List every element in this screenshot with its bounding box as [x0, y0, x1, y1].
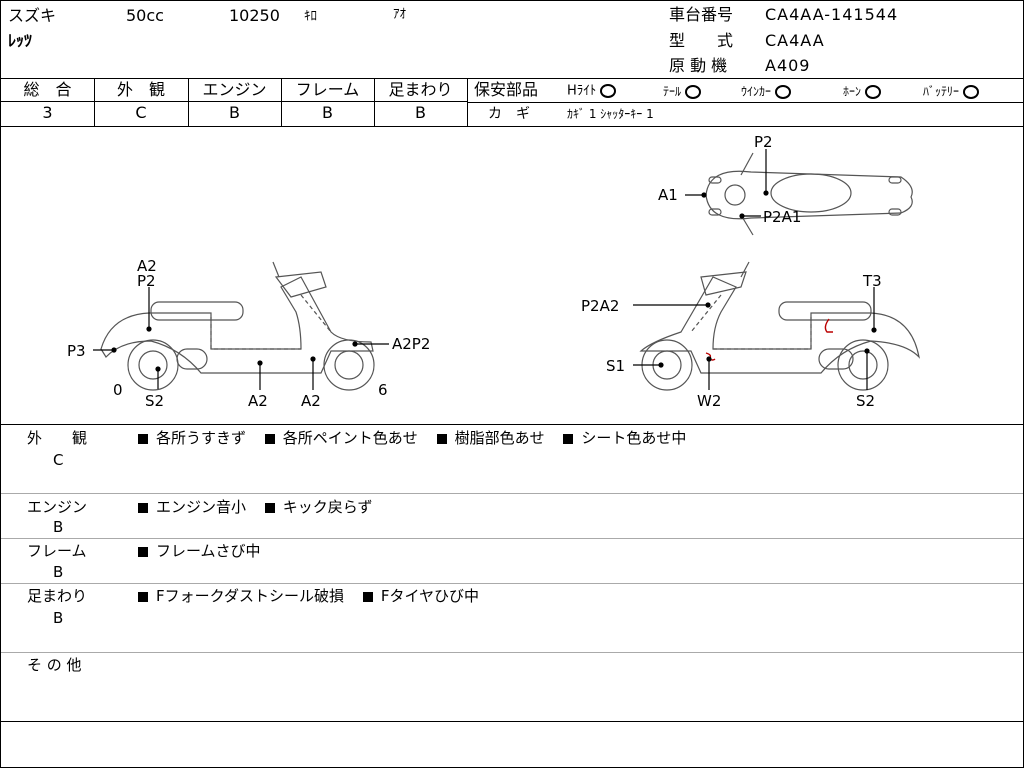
divider	[468, 102, 1023, 103]
remark-label-frame: フレーム	[27, 542, 87, 560]
divider	[1, 424, 1023, 425]
remark-items-frame: フレームさび中	[138, 544, 275, 559]
maker: スズキ	[8, 6, 57, 25]
bullet-square-icon	[138, 591, 148, 602]
grade-label-suspension: 足まわり	[388, 80, 453, 99]
bullet-square-icon	[563, 433, 574, 444]
safety-headlight: Hﾗｲﾄ	[567, 84, 617, 98]
divider	[467, 78, 468, 126]
safety-winker: ｳｲﾝｶｰ	[741, 85, 792, 99]
grade-value-overall: 3	[42, 103, 53, 122]
divider	[1, 721, 1023, 722]
frame-no-label: 車台番号	[669, 5, 734, 24]
divider	[374, 78, 375, 126]
label-p2-topview: P2	[754, 133, 773, 151]
remark-grade-suspension: B	[53, 609, 64, 627]
grade-value-exterior: C	[135, 103, 147, 122]
remark-label-suspension: 足まわり	[27, 587, 88, 605]
grade-label-frame: フレーム	[295, 80, 360, 99]
mileage: 10250	[229, 6, 280, 25]
scooter-top-view	[705, 152, 913, 236]
check-circle-icon	[600, 84, 617, 98]
remark-grade-frame: B	[53, 563, 64, 581]
type-value: CA4AA	[765, 31, 825, 50]
divider	[1, 652, 1023, 653]
engine-value: A409	[765, 56, 811, 75]
label-s1: S1	[606, 357, 625, 375]
label-p3: P3	[67, 342, 86, 360]
label-t3: T3	[862, 272, 882, 290]
remark-label-exterior: 外 観	[27, 429, 88, 447]
bullet-square-icon	[264, 433, 275, 444]
displacement: 50cc	[126, 6, 164, 25]
color: ｱｵ	[393, 7, 406, 22]
label-zero: 0	[113, 381, 123, 399]
bullet-square-icon	[436, 433, 447, 444]
remark-grade-exterior: C	[53, 451, 64, 469]
model-name: ﾚｯﾂ	[8, 31, 33, 50]
label-s2-left: S2	[145, 392, 164, 410]
label-a1: A1	[658, 186, 678, 204]
grade-value-frame: B	[322, 103, 333, 122]
divider	[1, 78, 1023, 79]
label-w2: W2	[697, 392, 721, 410]
bullet-square-icon	[138, 502, 148, 513]
bullet-square-icon	[138, 546, 148, 557]
check-circle-icon	[775, 85, 792, 99]
mileage-unit: ｷﾛ	[304, 9, 317, 24]
remark-items-engine: エンジン音小 キック戻らず	[138, 500, 387, 515]
divider	[188, 78, 189, 126]
remark-label-engine: エンジン	[27, 498, 88, 516]
divider	[1, 538, 1023, 539]
engine-label: 原 動 機	[669, 56, 728, 75]
remark-items-suspension: Fフォークダストシール破損 Fタイヤひび中	[138, 589, 493, 604]
scooter-left-side-view	[100, 261, 375, 391]
remark-label-other: そ の 他	[27, 656, 82, 674]
divider	[94, 78, 95, 126]
bullet-square-icon	[138, 433, 148, 444]
grade-value-engine: B	[229, 103, 240, 122]
label-p2-top: P2	[137, 272, 156, 290]
key-value: ｶｷﾞ 1 ｼｬｯﾀｰｷｰ 1	[567, 107, 654, 121]
label-p2a2: P2A2	[581, 297, 619, 315]
safety-battery: ﾊﾞｯﾃﾘｰ	[923, 85, 980, 99]
label-a2-top: A2	[137, 257, 157, 275]
safety-horn: ﾎｰﾝ	[843, 85, 882, 99]
label-a2-bottom-2: A2	[301, 392, 321, 410]
key-label: カ ギ	[488, 106, 530, 122]
scooter-right-side-view	[639, 261, 920, 391]
remark-grade-engine: B	[53, 518, 64, 536]
divider	[1, 101, 468, 102]
divider	[1, 493, 1023, 494]
safety-label: 保安部品	[474, 80, 539, 99]
frame-no: CA4AA-141544	[765, 5, 899, 24]
remark-items-exterior: 各所うすきず 各所ペイント色あせ 樹脂部色あせ シート色あせ中	[138, 431, 700, 446]
bullet-square-icon	[264, 502, 275, 513]
label-p2a1: P2A1	[763, 208, 801, 226]
label-six: 6	[378, 381, 388, 399]
check-circle-icon	[865, 85, 882, 99]
grade-label-overall: 総 合	[23, 80, 72, 99]
bullet-square-icon	[362, 591, 373, 602]
label-s2-right: S2	[856, 392, 875, 410]
check-circle-icon	[685, 85, 702, 99]
label-a2p2: A2P2	[392, 335, 430, 353]
damage-mark	[824, 318, 833, 333]
grade-value-suspension: B	[415, 103, 426, 122]
label-a2-bottom-1: A2	[248, 392, 268, 410]
grade-label-engine: エンジン	[202, 80, 267, 99]
scooter-diagram: A2 P2 P3 A2P2 0 6 S2 A2 A2 P2 A1 P2A1 P2…	[67, 133, 920, 410]
check-circle-icon	[963, 85, 980, 99]
divider	[281, 78, 282, 126]
type-label: 型 式	[669, 31, 734, 50]
safety-tail: ﾃｰﾙ	[663, 85, 702, 99]
divider	[1, 126, 1023, 127]
grade-label-exterior: 外 観	[116, 80, 165, 99]
divider	[1, 583, 1023, 584]
